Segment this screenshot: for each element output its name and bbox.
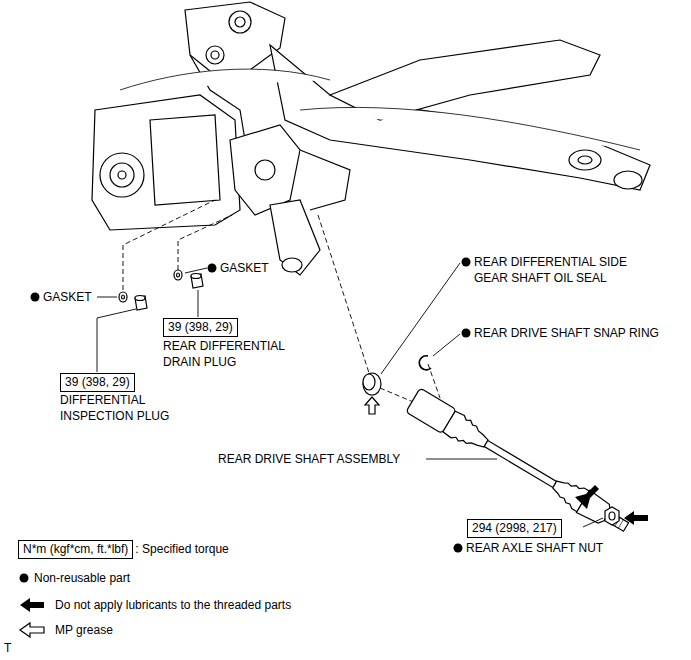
part-name: DIFFERENTIAL INSPECTION PLUG — [60, 392, 180, 424]
part-name: GASKET — [220, 260, 269, 276]
plugs-gaskets — [119, 270, 203, 310]
no-lubricant-arrow — [624, 511, 648, 525]
part-name: REAR DIFFERENTIAL SIDE GEAR SHAFT OIL SE… — [474, 254, 664, 286]
legend-torque-box: N*m (kgf*cm, ft.*lbf) — [18, 540, 133, 559]
figure-code: T — [4, 640, 11, 656]
axle-nut — [605, 507, 619, 525]
part-name: REAR AXLE SHAFT NUT — [466, 540, 603, 556]
drive-shaft — [406, 388, 633, 539]
torque-value: 39 (398, 29) — [65, 375, 130, 390]
rear-subframe — [92, 2, 650, 275]
mp-grease-arrow — [365, 397, 379, 414]
part-name: GASKET — [43, 289, 92, 305]
legend-black-arrow — [20, 598, 44, 612]
legend-text: Do not apply lubricants to the threaded … — [55, 597, 291, 613]
part-name: REAR DRIVE SHAFT SNAP RING — [474, 325, 659, 341]
leader-lines — [97, 263, 603, 527]
legend-text: MP grease — [55, 622, 113, 638]
legend-text: Non-reusable part — [34, 570, 130, 586]
torque-box: 294 (2998, 217) — [467, 519, 562, 538]
torque-value: 39 (398, 29) — [168, 320, 233, 335]
torque-box: 39 (398, 29) — [60, 373, 135, 392]
legend-text: : Specified torque — [135, 541, 228, 557]
non-reusable-bullet — [20, 258, 471, 583]
part-name: REAR DRIVE SHAFT ASSEMBLY — [218, 451, 400, 467]
torque-value: N*m (kgf*cm, ft.*lbf) — [23, 542, 128, 557]
torque-box: 39 (398, 29) — [163, 318, 238, 337]
dashed-guides — [123, 200, 606, 513]
part-name: REAR DIFFERENTIAL DRAIN PLUG — [163, 338, 313, 370]
axle-nut — [609, 512, 615, 520]
no-lubricant-arrow — [575, 485, 599, 509]
legend-white-arrow — [20, 623, 44, 637]
torque-value: 294 (2998, 217) — [472, 521, 557, 536]
